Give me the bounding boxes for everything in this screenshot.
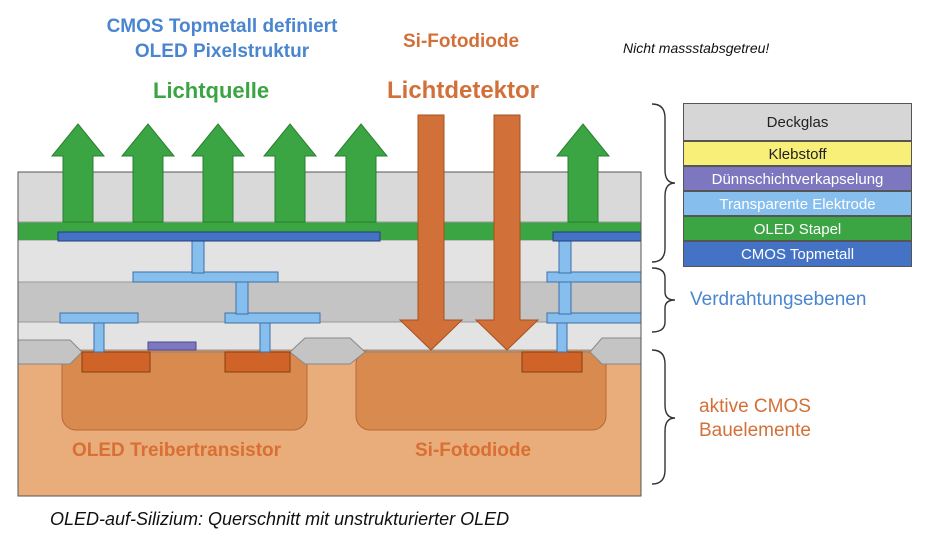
light-source-label: Lichtquelle	[153, 78, 270, 103]
scale-note: Nicht massstabsgetreu!	[623, 40, 770, 56]
top-metal-left	[57, 231, 381, 242]
top-metal-title-line1: CMOS Topmetall definiert	[106, 16, 338, 37]
wiring-brace	[651, 267, 676, 333]
photodiode-contact	[521, 351, 583, 373]
emission-arrow-2	[120, 123, 176, 223]
emission-arrow-3	[190, 123, 246, 223]
wiring-levels-label: Verdrahtungsebenen	[690, 289, 867, 310]
figure-caption: OLED-auf-Silizium: Querschnitt mit unstr…	[50, 509, 510, 529]
photodiode-label: Si-Fotodiode	[415, 440, 532, 461]
top-metal-right	[552, 231, 642, 242]
legend-klebstoff: Klebstoff	[683, 141, 912, 166]
emission-arrow-4	[262, 123, 318, 223]
active-cmos-label-line2: Bauelemente	[699, 420, 811, 441]
emission-arrow-6	[555, 123, 611, 223]
active-brace	[651, 349, 676, 485]
device-outline	[17, 171, 642, 497]
photodiode-header-label: Si-Fotodiode	[403, 31, 520, 52]
legend-deckglas-label: Deckglas	[766, 114, 829, 131]
drain-contact	[224, 351, 291, 373]
cover-glass	[17, 171, 642, 223]
legend-transparent-electrode: Transparente Elektrode	[683, 191, 912, 216]
detector-arrow-2	[474, 114, 540, 351]
top-metal-title-line2: OLED Pixelstruktur	[134, 41, 310, 62]
light-detector-label: Lichtdetektor	[387, 77, 540, 104]
source-contact	[81, 351, 151, 373]
legend-encapsulation-label: Dünnschichtverkapselung	[711, 171, 884, 188]
legend-cmos-top-metal-label: CMOS Topmetall	[740, 246, 855, 263]
legend-oled-stack-label: OLED Stapel	[753, 221, 842, 238]
field-oxide-middle	[289, 337, 366, 365]
legend-encapsulation: Dünnschichtverkapselung	[683, 166, 912, 191]
legend-transparent-electrode-label: Transparente Elektrode	[719, 196, 876, 213]
emission-arrow-5	[333, 123, 389, 223]
active-cmos-label-line1: aktive CMOS	[699, 396, 811, 417]
field-oxide-left	[17, 339, 83, 365]
emission-arrow-1	[50, 123, 106, 223]
gate	[147, 341, 197, 351]
legend-deckglas: Deckglas	[683, 103, 912, 141]
driver-transistor-label: OLED Treibertransistor	[72, 440, 282, 461]
detector-arrow-1	[398, 114, 464, 351]
legend-klebstoff-label: Klebstoff	[768, 146, 827, 163]
legend-brace	[651, 103, 676, 263]
legend-cmos-top-metal: CMOS Topmetall	[683, 241, 912, 267]
legend-oled-stack: OLED Stapel	[683, 216, 912, 241]
metal-interconnect	[59, 239, 642, 353]
